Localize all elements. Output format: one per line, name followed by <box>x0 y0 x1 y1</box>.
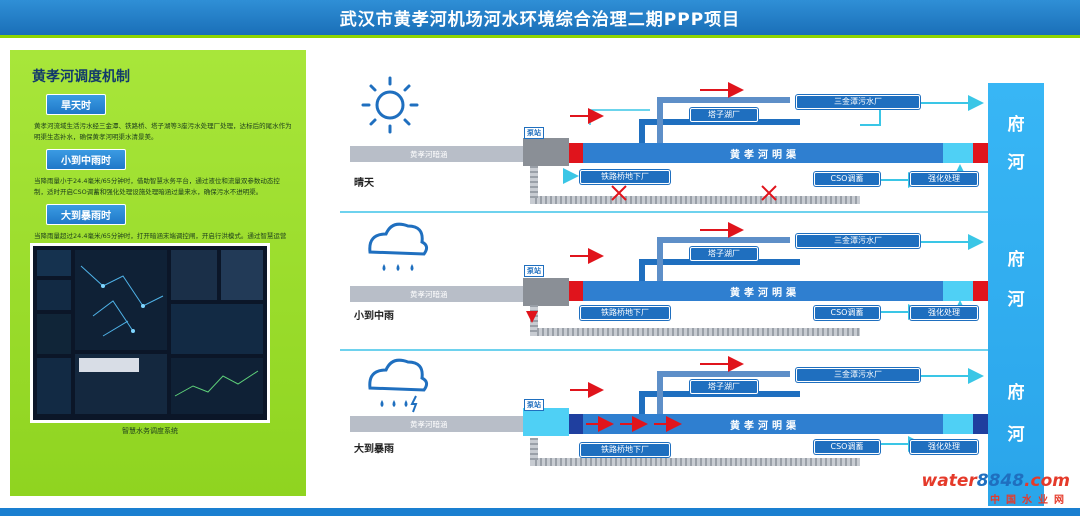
section-light-rain: 小到中雨时 当降雨量小于24.4毫米/65分钟时，借助智慧水务平台，通过液位和流… <box>22 149 294 198</box>
page-header: 武汉市黄孝河机场河水环境综合治理二期PPP项目 <box>0 0 1080 38</box>
watermark-sub: 中国水业网 <box>990 495 1070 506</box>
dispatch-system-screenshot <box>30 243 270 423</box>
river-label-top: 府 <box>1007 383 1025 403</box>
storm-cloud-icon <box>368 358 429 413</box>
section-text-dry: 黄孝河流域生活污水经三金潭、铁路桥、塔子湖等3座污水处理厂处理，达标后的尾水作为… <box>34 122 292 141</box>
watermark-brand-a: water <box>921 471 977 491</box>
weather-label-light-rain: 小到中雨 <box>354 311 394 322</box>
section-text-light-rain: 当降雨量小于24.4毫米/65分钟时，借助智慧水务平台，通过液位和流量双参数动态… <box>34 177 280 196</box>
panel-title: 黄孝河调度机制 <box>32 69 130 85</box>
bottom-bar <box>0 508 1080 516</box>
section-title-heavy-rain: 大到暴雨时 <box>46 204 126 225</box>
cso-storage: CSO调蓄 <box>814 306 880 320</box>
page-title: 武汉市黄孝河机场河水环境综合治理二期PPP项目 <box>339 10 741 30</box>
plant-tazihu: 塔子湖厂 <box>690 247 758 261</box>
plant-sanjintan: 三金潭污水厂 <box>796 95 920 109</box>
watermark-brand-b: 8848 <box>976 471 1025 491</box>
river-label-bottom: 河 <box>1007 425 1025 445</box>
culvert-label: 黄孝河暗涵 <box>410 420 448 429</box>
watermark-brand: water8848.com <box>922 471 1070 491</box>
watermark-logo: water8848.com 中国水业网 <box>922 471 1070 506</box>
fu-river <box>988 83 1044 506</box>
plant-tieluqiao: 铁路桥地下厂 <box>580 306 670 320</box>
river-label-top: 府 <box>1007 115 1025 135</box>
plant-sanjintan: 三金潭污水厂 <box>796 234 920 248</box>
enhanced-treatment: 强化处理 <box>910 172 978 186</box>
plant-tazihu: 塔子湖厂 <box>690 108 758 122</box>
river-label-bottom: 河 <box>1007 290 1025 310</box>
rain-cloud-icon <box>368 222 429 271</box>
enhanced-treatment: 强化处理 <box>910 440 978 454</box>
plant-tieluqiao: 铁路桥地下厂 <box>580 170 670 184</box>
watermark-brand-c: .com <box>1024 471 1070 491</box>
plant-sanjintan: 三金潭污水厂 <box>796 368 920 382</box>
culvert-label: 黄孝河暗涵 <box>410 150 448 159</box>
culvert-label: 黄孝河暗涵 <box>410 290 448 299</box>
canal-label: 黄孝河明渠 <box>730 150 800 161</box>
weather-label-dry: 晴天 <box>354 178 374 189</box>
pump-station-label: 泵站 <box>524 265 544 277</box>
sun-icon <box>361 76 419 134</box>
dispatch-diagram: 府 河 府 河 府 河 晴天 小到中雨 大到暴雨 黄孝河暗涵 黄孝河暗涵 黄孝河… <box>320 50 1080 506</box>
pump-station-label: 泵站 <box>524 399 544 411</box>
river-label-top: 府 <box>1007 250 1025 270</box>
pump-station-label: 泵站 <box>524 127 544 139</box>
canal-label: 黄孝河明渠 <box>730 421 800 432</box>
enhanced-treatment: 强化处理 <box>910 306 978 320</box>
row-heavy-rain <box>350 356 988 466</box>
screen-caption: 智慧水务调度系统 <box>122 427 178 435</box>
dispatch-system-graphic <box>33 246 267 420</box>
canal-label: 黄孝河明渠 <box>730 288 800 299</box>
row-dry <box>350 76 988 204</box>
diagram-canvas <box>340 76 990 466</box>
cso-storage: CSO调蓄 <box>814 440 880 454</box>
section-title-light-rain: 小到中雨时 <box>46 149 126 170</box>
cso-storage: CSO调蓄 <box>814 172 880 186</box>
plant-tazihu: 塔子湖厂 <box>690 380 758 394</box>
section-title-dry: 旱天时 <box>46 94 106 115</box>
river-label-bottom: 河 <box>1007 153 1025 173</box>
weather-label-heavy-rain: 大到暴雨 <box>354 444 394 455</box>
section-dry: 旱天时 黄孝河流域生活污水经三金潭、铁路桥、塔子湖等3座污水处理厂处理，达标后的… <box>22 94 294 143</box>
plant-tieluqiao: 铁路桥地下厂 <box>580 443 670 457</box>
